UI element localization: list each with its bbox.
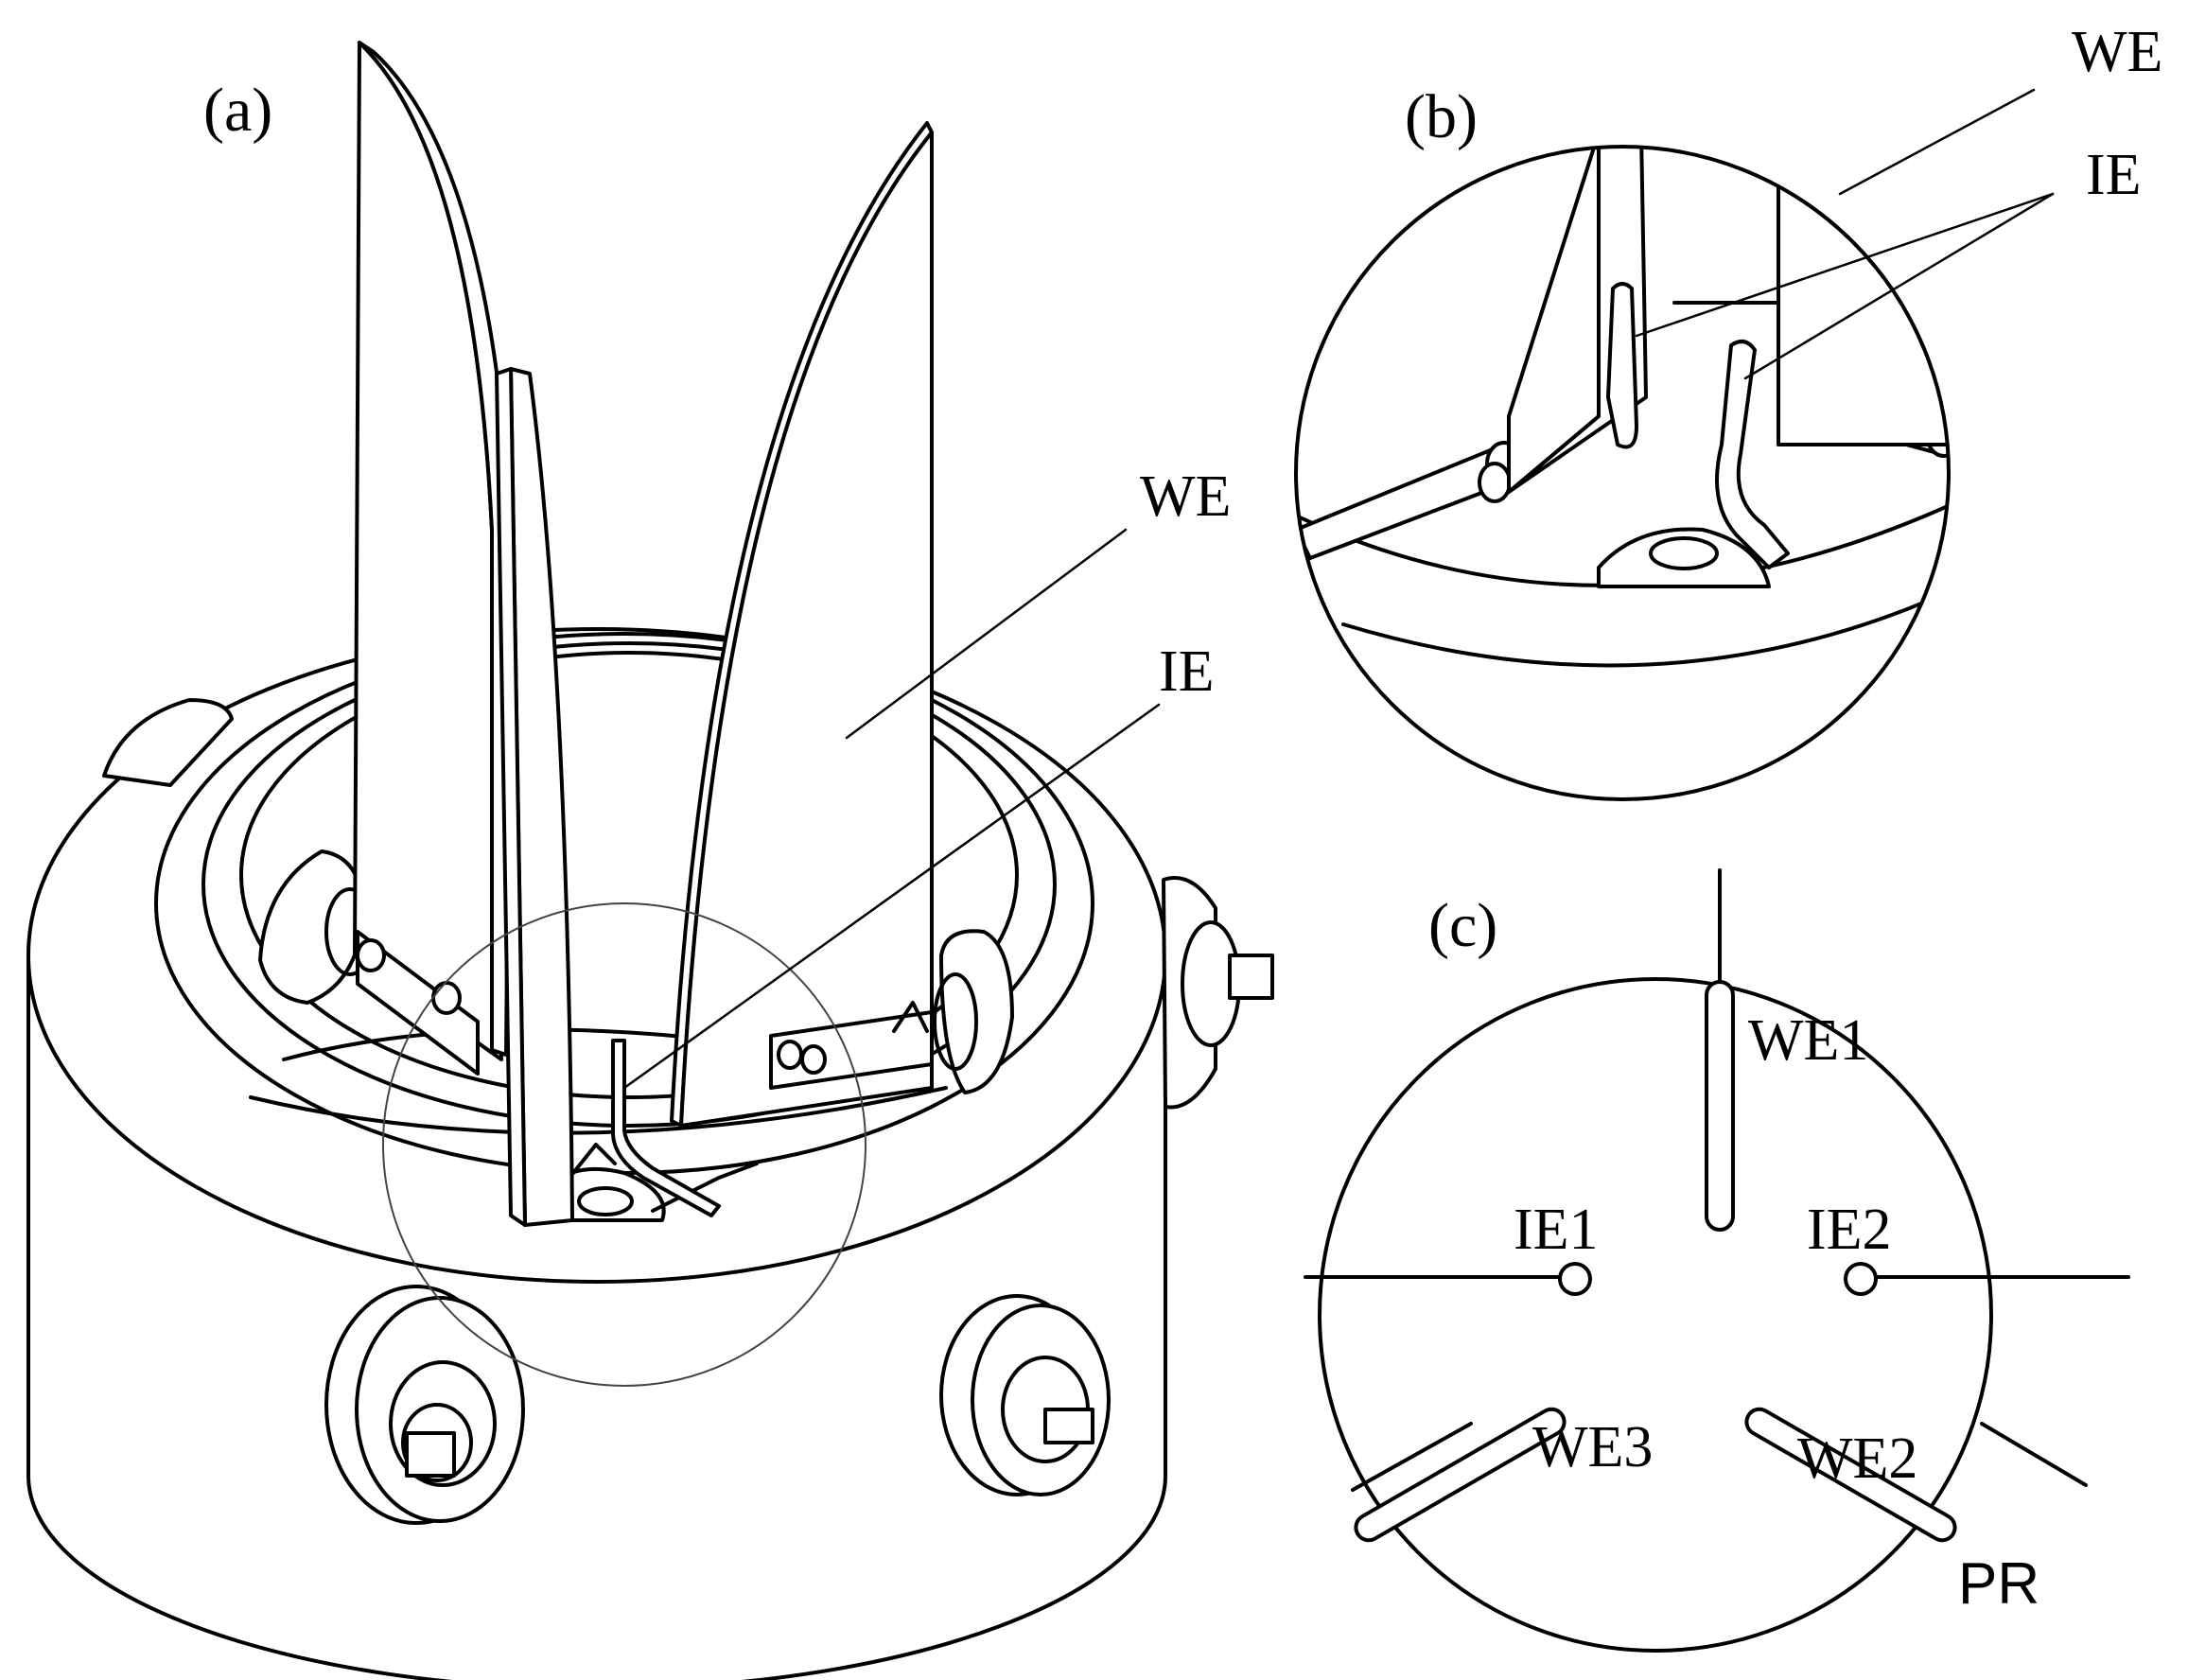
panel-a-ie-label: IE xyxy=(1159,639,1215,704)
label-we3: WE3 xyxy=(1532,1415,1653,1479)
panel-a-label: (a) xyxy=(203,76,272,145)
label-ie2: IE2 xyxy=(1807,1198,1892,1262)
callout-leader-we xyxy=(845,528,1128,740)
back-left-knob xyxy=(102,698,234,787)
panel-b-drawing xyxy=(1294,88,2055,801)
panel-b-circle xyxy=(1294,145,1951,801)
right-connector xyxy=(1162,876,1274,1110)
panel-b-ie-label: IE xyxy=(2086,143,2142,207)
panel-a-we-label: WE xyxy=(1140,464,1231,529)
electrode-we1 xyxy=(1705,980,1735,1232)
panel-c-drawing xyxy=(1304,868,2130,1653)
probe-circle xyxy=(1318,977,1993,1653)
panel-b-leader-ie-1 xyxy=(1635,192,2055,338)
label-we1: WE1 xyxy=(1748,1008,1868,1073)
panel-b-label: (b) xyxy=(1405,82,1478,151)
panel-b-we-label: WE xyxy=(2072,20,2162,84)
ie-rod xyxy=(611,1039,721,1217)
electrode-ie1 xyxy=(1558,1262,1592,1296)
electrode-ie2 xyxy=(1844,1262,1878,1296)
inner-boss-right xyxy=(933,929,1014,1094)
panel-b-leader-ie-2 xyxy=(1743,192,2055,380)
front-knob-left xyxy=(324,1285,525,1525)
detail-magnifier-circle xyxy=(382,902,866,1387)
housing-inner-floor-2 xyxy=(249,1086,948,1135)
electrode-we3 xyxy=(1354,1407,1567,1543)
panel-a-drawing xyxy=(26,41,1274,1680)
right-blade xyxy=(670,121,934,1128)
middle-blade xyxy=(495,367,574,1227)
front-knob-right xyxy=(939,1294,1111,1496)
electrode-we2 xyxy=(1744,1407,1957,1543)
label-probe: PR xyxy=(1958,1551,2039,1617)
lead-we3 xyxy=(1351,1422,1473,1492)
label-ie1: IE1 xyxy=(1514,1198,1599,1262)
label-we2: WE2 xyxy=(1797,1426,1917,1491)
lead-we2 xyxy=(1980,1422,2088,1487)
callout-leader-ie xyxy=(622,703,1161,1090)
housing-inner-ring-3 xyxy=(239,651,1019,1099)
left-blade xyxy=(353,41,513,1076)
panel-c-label: (c) xyxy=(1428,891,1497,960)
housing-inner-ring-2 xyxy=(201,641,1057,1128)
panel-b-leader-we xyxy=(1838,88,2036,196)
